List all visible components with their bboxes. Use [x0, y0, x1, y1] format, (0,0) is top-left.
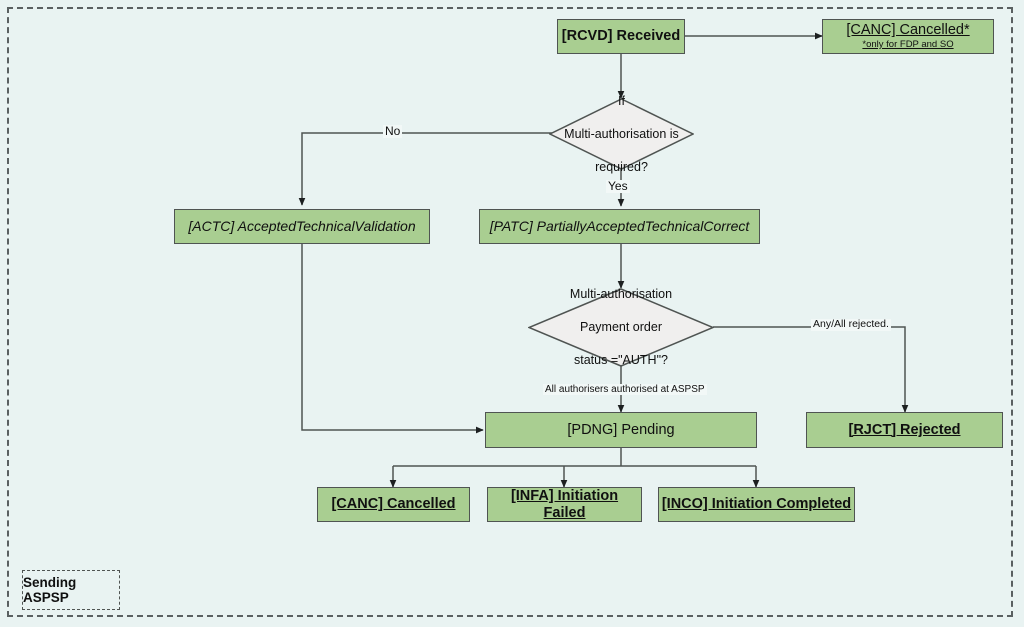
- decision-line-1: If: [618, 93, 625, 108]
- decision-line-1: Multi-authorisation: [569, 287, 673, 302]
- decision-label: Multi-authorisation Payment order status…: [570, 270, 672, 386]
- node-rcvd-received[interactable]: [RCVD] Received: [557, 19, 685, 54]
- node-label: [PDNG] Pending: [567, 421, 675, 438]
- decision-line-3: required?: [595, 159, 648, 174]
- edge-label-no: No: [383, 124, 403, 139]
- decision-line-2: Multi-authorisation is: [564, 126, 679, 141]
- decision-label: If Multi-authorisation is required?: [564, 76, 679, 192]
- diamond-shape: [549, 98, 694, 170]
- node-infa-initiation-failed[interactable]: [INFA] Initiation Failed: [487, 487, 642, 522]
- node-canc-cancelled[interactable]: [CANC] Cancelled: [317, 487, 470, 522]
- node-label: [RCVD] Received: [561, 28, 681, 45]
- node-label: [INCO] Initiation Completed: [661, 496, 852, 513]
- node-label: [PATC] PartiallyAcceptedTechnicalCorrect: [489, 218, 750, 235]
- sending-aspsp-lane: [7, 7, 1013, 617]
- node-canc-cancelled-star[interactable]: [CANC] Cancelled* *only for FDP and SO: [822, 19, 994, 54]
- decision-multi-authorisation-required[interactable]: If Multi-authorisation is required?: [549, 94, 694, 174]
- decision-line-3: status ="AUTH"?: [574, 353, 668, 368]
- decision-line-2: Payment order: [580, 320, 662, 335]
- lane-label-text: Sending ASPSP: [23, 575, 77, 605]
- node-label: [ACTC] AcceptedTechnicalValidation: [188, 218, 416, 235]
- node-pdng-pending[interactable]: [PDNG] Pending: [485, 412, 757, 448]
- node-note: *only for FDP and SO: [862, 38, 954, 50]
- edge-label-any-all-rejected: Any/All rejected.: [811, 318, 891, 331]
- node-label: [CANC] Cancelled: [331, 496, 456, 513]
- edge-label-all-authorisers: All authorisers authorised at ASPSP: [543, 384, 707, 395]
- decision-payment-order-status-auth[interactable]: Multi-authorisation Payment order status…: [528, 287, 714, 367]
- diamond-shape: [528, 288, 714, 367]
- lane-label-sending-aspsp: Sending ASPSP: [22, 570, 120, 610]
- node-label: [RJCT] Rejected: [848, 421, 961, 438]
- node-actc-accepted-technical-validation[interactable]: [ACTC] AcceptedTechnicalValidation: [174, 209, 430, 244]
- node-label: [CANC] Cancelled*: [846, 22, 970, 39]
- node-patc-partially-accepted-technical-correct[interactable]: [PATC] PartiallyAcceptedTechnicalCorrect: [479, 209, 760, 244]
- node-rjct-rejected[interactable]: [RJCT] Rejected: [806, 412, 1003, 448]
- node-label: [INFA] Initiation Failed: [510, 487, 619, 521]
- node-inco-initiation-completed[interactable]: [INCO] Initiation Completed: [658, 487, 855, 522]
- edge-label-yes: Yes: [606, 179, 630, 194]
